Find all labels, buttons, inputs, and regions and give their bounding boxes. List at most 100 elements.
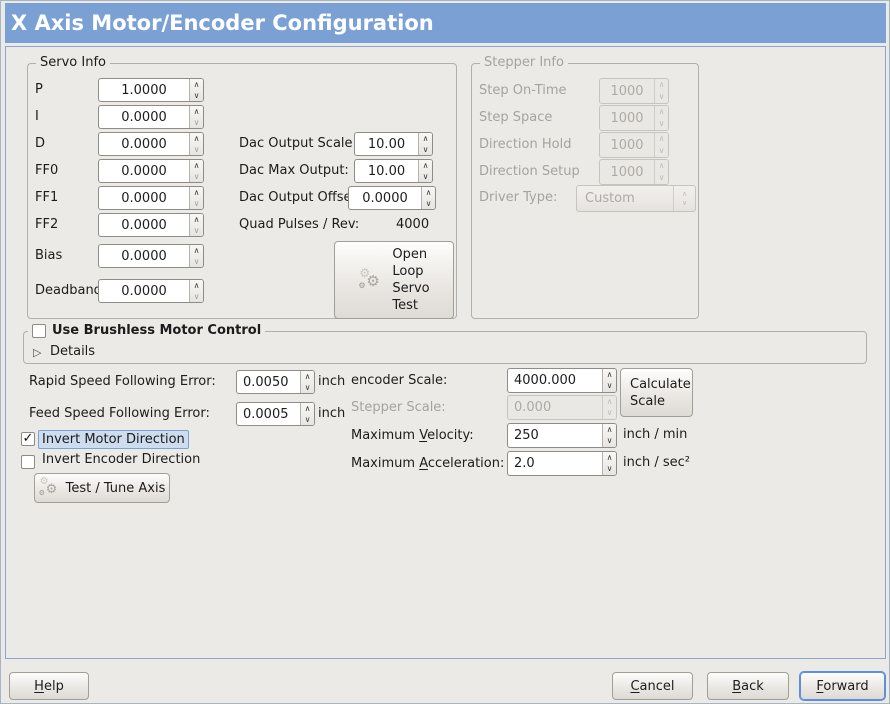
use-brushless-checkbox[interactable] bbox=[32, 324, 46, 338]
spin-buttons[interactable]: ∧ ∨ bbox=[189, 160, 203, 182]
rapid-following-error-value[interactable]: 0.0050 bbox=[243, 374, 289, 390]
spin-buttons[interactable]: ∧ ∨ bbox=[189, 187, 203, 209]
servo-ff1-spinbox[interactable]: 0.0000 ∧ ∨ bbox=[98, 186, 204, 210]
spin-up-icon[interactable]: ∧ bbox=[193, 187, 200, 197]
maximum-acceleration-value[interactable]: 2.0 bbox=[514, 456, 535, 471]
spin-down-icon[interactable]: ∨ bbox=[193, 291, 200, 301]
dac-max-output-spinbox[interactable]: 10.00 ∧ ∨ bbox=[354, 159, 433, 183]
spin-down-icon[interactable]: ∨ bbox=[425, 198, 432, 208]
servo-p-value[interactable]: 1.0000 bbox=[121, 82, 167, 98]
spin-buttons[interactable]: ∧ ∨ bbox=[300, 371, 314, 393]
invert-motor-checkbox[interactable]: ✓ bbox=[21, 431, 35, 446]
spin-buttons[interactable]: ∧ ∨ bbox=[189, 79, 203, 101]
servo-ff1-value[interactable]: 0.0000 bbox=[121, 190, 167, 206]
back-button[interactable]: Back bbox=[707, 672, 789, 700]
spin-buttons[interactable]: ∧ ∨ bbox=[189, 245, 203, 267]
spin-up-icon[interactable]: ∧ bbox=[606, 452, 613, 462]
dac-output-scale-value[interactable]: 10.00 bbox=[367, 136, 406, 152]
spin-up-icon[interactable]: ∧ bbox=[193, 214, 200, 224]
calculate-scale-line: Scale bbox=[630, 393, 665, 409]
details-expander-label[interactable]: Details bbox=[50, 344, 96, 359]
spin-down-icon[interactable]: ∨ bbox=[193, 90, 200, 100]
servo-deadband-spinbox[interactable]: 0.0000 ∧ ∨ bbox=[98, 279, 204, 303]
spin-down-icon[interactable]: ∨ bbox=[606, 436, 613, 446]
servo-bias-spinbox[interactable]: 0.0000 ∧ ∨ bbox=[98, 244, 204, 268]
spin-down-icon[interactable]: ∨ bbox=[304, 414, 311, 424]
feed-following-error-value[interactable]: 0.0005 bbox=[243, 406, 289, 422]
spin-buttons[interactable]: ∧ ∨ bbox=[418, 160, 432, 182]
spin-buttons[interactable]: ∧ ∨ bbox=[189, 133, 203, 155]
spin-up-icon[interactable]: ∧ bbox=[193, 160, 200, 170]
spin-up-icon[interactable]: ∧ bbox=[606, 369, 613, 379]
spin-buttons[interactable]: ∧ ∨ bbox=[300, 403, 314, 425]
spin-up-icon[interactable]: ∧ bbox=[193, 133, 200, 143]
spin-up-icon[interactable]: ∧ bbox=[193, 106, 200, 116]
spin-buttons[interactable]: ∧ ∨ bbox=[602, 452, 616, 475]
servo-ff0-spinbox[interactable]: 0.0000 ∧ ∨ bbox=[98, 159, 204, 183]
spin-buttons[interactable]: ∧ ∨ bbox=[189, 280, 203, 302]
servo-i-spinbox[interactable]: 0.0000 ∧ ∨ bbox=[98, 105, 204, 129]
spin-down-icon[interactable]: ∨ bbox=[193, 198, 200, 208]
spin-up-icon[interactable]: ∧ bbox=[304, 371, 311, 381]
dac-max-output-value[interactable]: 10.00 bbox=[367, 163, 406, 179]
stepper-scale-value: 0.000 bbox=[514, 400, 552, 415]
dac-output-scale-spinbox[interactable]: 10.00 ∧ ∨ bbox=[354, 132, 433, 156]
servo-deadband-value[interactable]: 0.0000 bbox=[121, 283, 167, 299]
spin-buttons[interactable]: ∧ ∨ bbox=[189, 214, 203, 236]
invert-encoder-checkbox[interactable] bbox=[21, 455, 35, 469]
spin-buttons[interactable]: ∧ ∨ bbox=[602, 369, 616, 392]
servo-ff2-spinbox[interactable]: 0.0000 ∧ ∨ bbox=[98, 213, 204, 237]
spin-down-icon[interactable]: ∨ bbox=[193, 225, 200, 235]
calculate-scale-button[interactable]: Calculate Scale bbox=[620, 368, 693, 417]
feed-following-error-spinbox[interactable]: 0.0005 ∧ ∨ bbox=[236, 402, 315, 426]
rapid-following-error-spinbox[interactable]: 0.0050 ∧ ∨ bbox=[236, 370, 315, 394]
spin-down-icon[interactable]: ∨ bbox=[606, 381, 613, 391]
cancel-button[interactable]: Cancel bbox=[612, 672, 693, 700]
spin-up-icon[interactable]: ∧ bbox=[422, 160, 429, 170]
spin-up-icon[interactable]: ∧ bbox=[425, 187, 432, 197]
maximum-velocity-value[interactable]: 250 bbox=[514, 428, 539, 443]
spin-buttons[interactable]: ∧ ∨ bbox=[602, 424, 616, 447]
spin-buttons[interactable]: ∧ ∨ bbox=[421, 187, 435, 209]
spin-down-icon[interactable]: ∨ bbox=[422, 144, 429, 154]
spin-buttons[interactable]: ∧ ∨ bbox=[418, 133, 432, 155]
use-brushless-label[interactable]: Use Brushless Motor Control bbox=[52, 323, 262, 338]
spin-up-icon[interactable]: ∧ bbox=[193, 280, 200, 290]
spin-down-icon[interactable]: ∨ bbox=[422, 171, 429, 181]
encoder-scale-value[interactable]: 4000.000 bbox=[514, 373, 577, 388]
servo-ff0-value[interactable]: 0.0000 bbox=[121, 163, 167, 179]
spin-down-icon[interactable]: ∨ bbox=[193, 144, 200, 154]
servo-i-value[interactable]: 0.0000 bbox=[121, 109, 167, 125]
invert-encoder-label[interactable]: Invert Encoder Direction bbox=[42, 452, 201, 467]
spin-up-icon[interactable]: ∧ bbox=[193, 245, 200, 255]
spin-up-icon[interactable]: ∧ bbox=[304, 403, 311, 413]
expander-triangle-icon[interactable]: ▷ bbox=[33, 346, 42, 359]
spin-down-icon[interactable]: ∨ bbox=[304, 382, 311, 392]
servo-bias-value[interactable]: 0.0000 bbox=[121, 248, 167, 264]
encoder-scale-spinbox[interactable]: 4000.000 ∧ ∨ bbox=[507, 368, 617, 393]
help-button[interactable]: Help bbox=[9, 672, 89, 700]
servo-p-spinbox[interactable]: 1.0000 ∧ ∨ bbox=[98, 78, 204, 102]
servo-d-value[interactable]: 0.0000 bbox=[121, 136, 167, 152]
test-tune-axis-button[interactable]: ⚙ ⚙ ⚙ Test / Tune Axis bbox=[34, 473, 170, 503]
dac-output-offset-value[interactable]: 0.0000 bbox=[362, 190, 408, 206]
spin-down-icon[interactable]: ∨ bbox=[193, 171, 200, 181]
dac-output-offset-spinbox[interactable]: 0.0000 ∧ ∨ bbox=[348, 186, 436, 210]
spin-down-icon[interactable]: ∨ bbox=[193, 256, 200, 266]
servo-d-spinbox[interactable]: 0.0000 ∧ ∨ bbox=[98, 132, 204, 156]
servo-i-label: I bbox=[35, 109, 39, 124]
spin-up-icon[interactable]: ∧ bbox=[422, 133, 429, 143]
servo-ff2-value[interactable]: 0.0000 bbox=[121, 217, 167, 233]
maximum-acceleration-spinbox[interactable]: 2.0 ∧ ∨ bbox=[507, 451, 617, 476]
stepper-info-legend: Stepper Info bbox=[480, 54, 568, 72]
spin-buttons[interactable]: ∧ ∨ bbox=[189, 106, 203, 128]
forward-button[interactable]: Forward bbox=[800, 672, 885, 700]
spin-down-icon[interactable]: ∨ bbox=[606, 464, 613, 474]
checkmark-icon: ✓ bbox=[22, 431, 34, 446]
spin-up-icon[interactable]: ∧ bbox=[606, 424, 613, 434]
spin-down-icon[interactable]: ∨ bbox=[193, 117, 200, 127]
spin-up-icon[interactable]: ∧ bbox=[193, 79, 200, 89]
invert-motor-label[interactable]: Invert Motor Direction bbox=[38, 430, 189, 449]
open-loop-servo-test-button[interactable]: ⚙ ⚙ ⚙ Open Loop Servo Test bbox=[334, 241, 454, 319]
maximum-velocity-spinbox[interactable]: 250 ∧ ∨ bbox=[507, 423, 617, 448]
